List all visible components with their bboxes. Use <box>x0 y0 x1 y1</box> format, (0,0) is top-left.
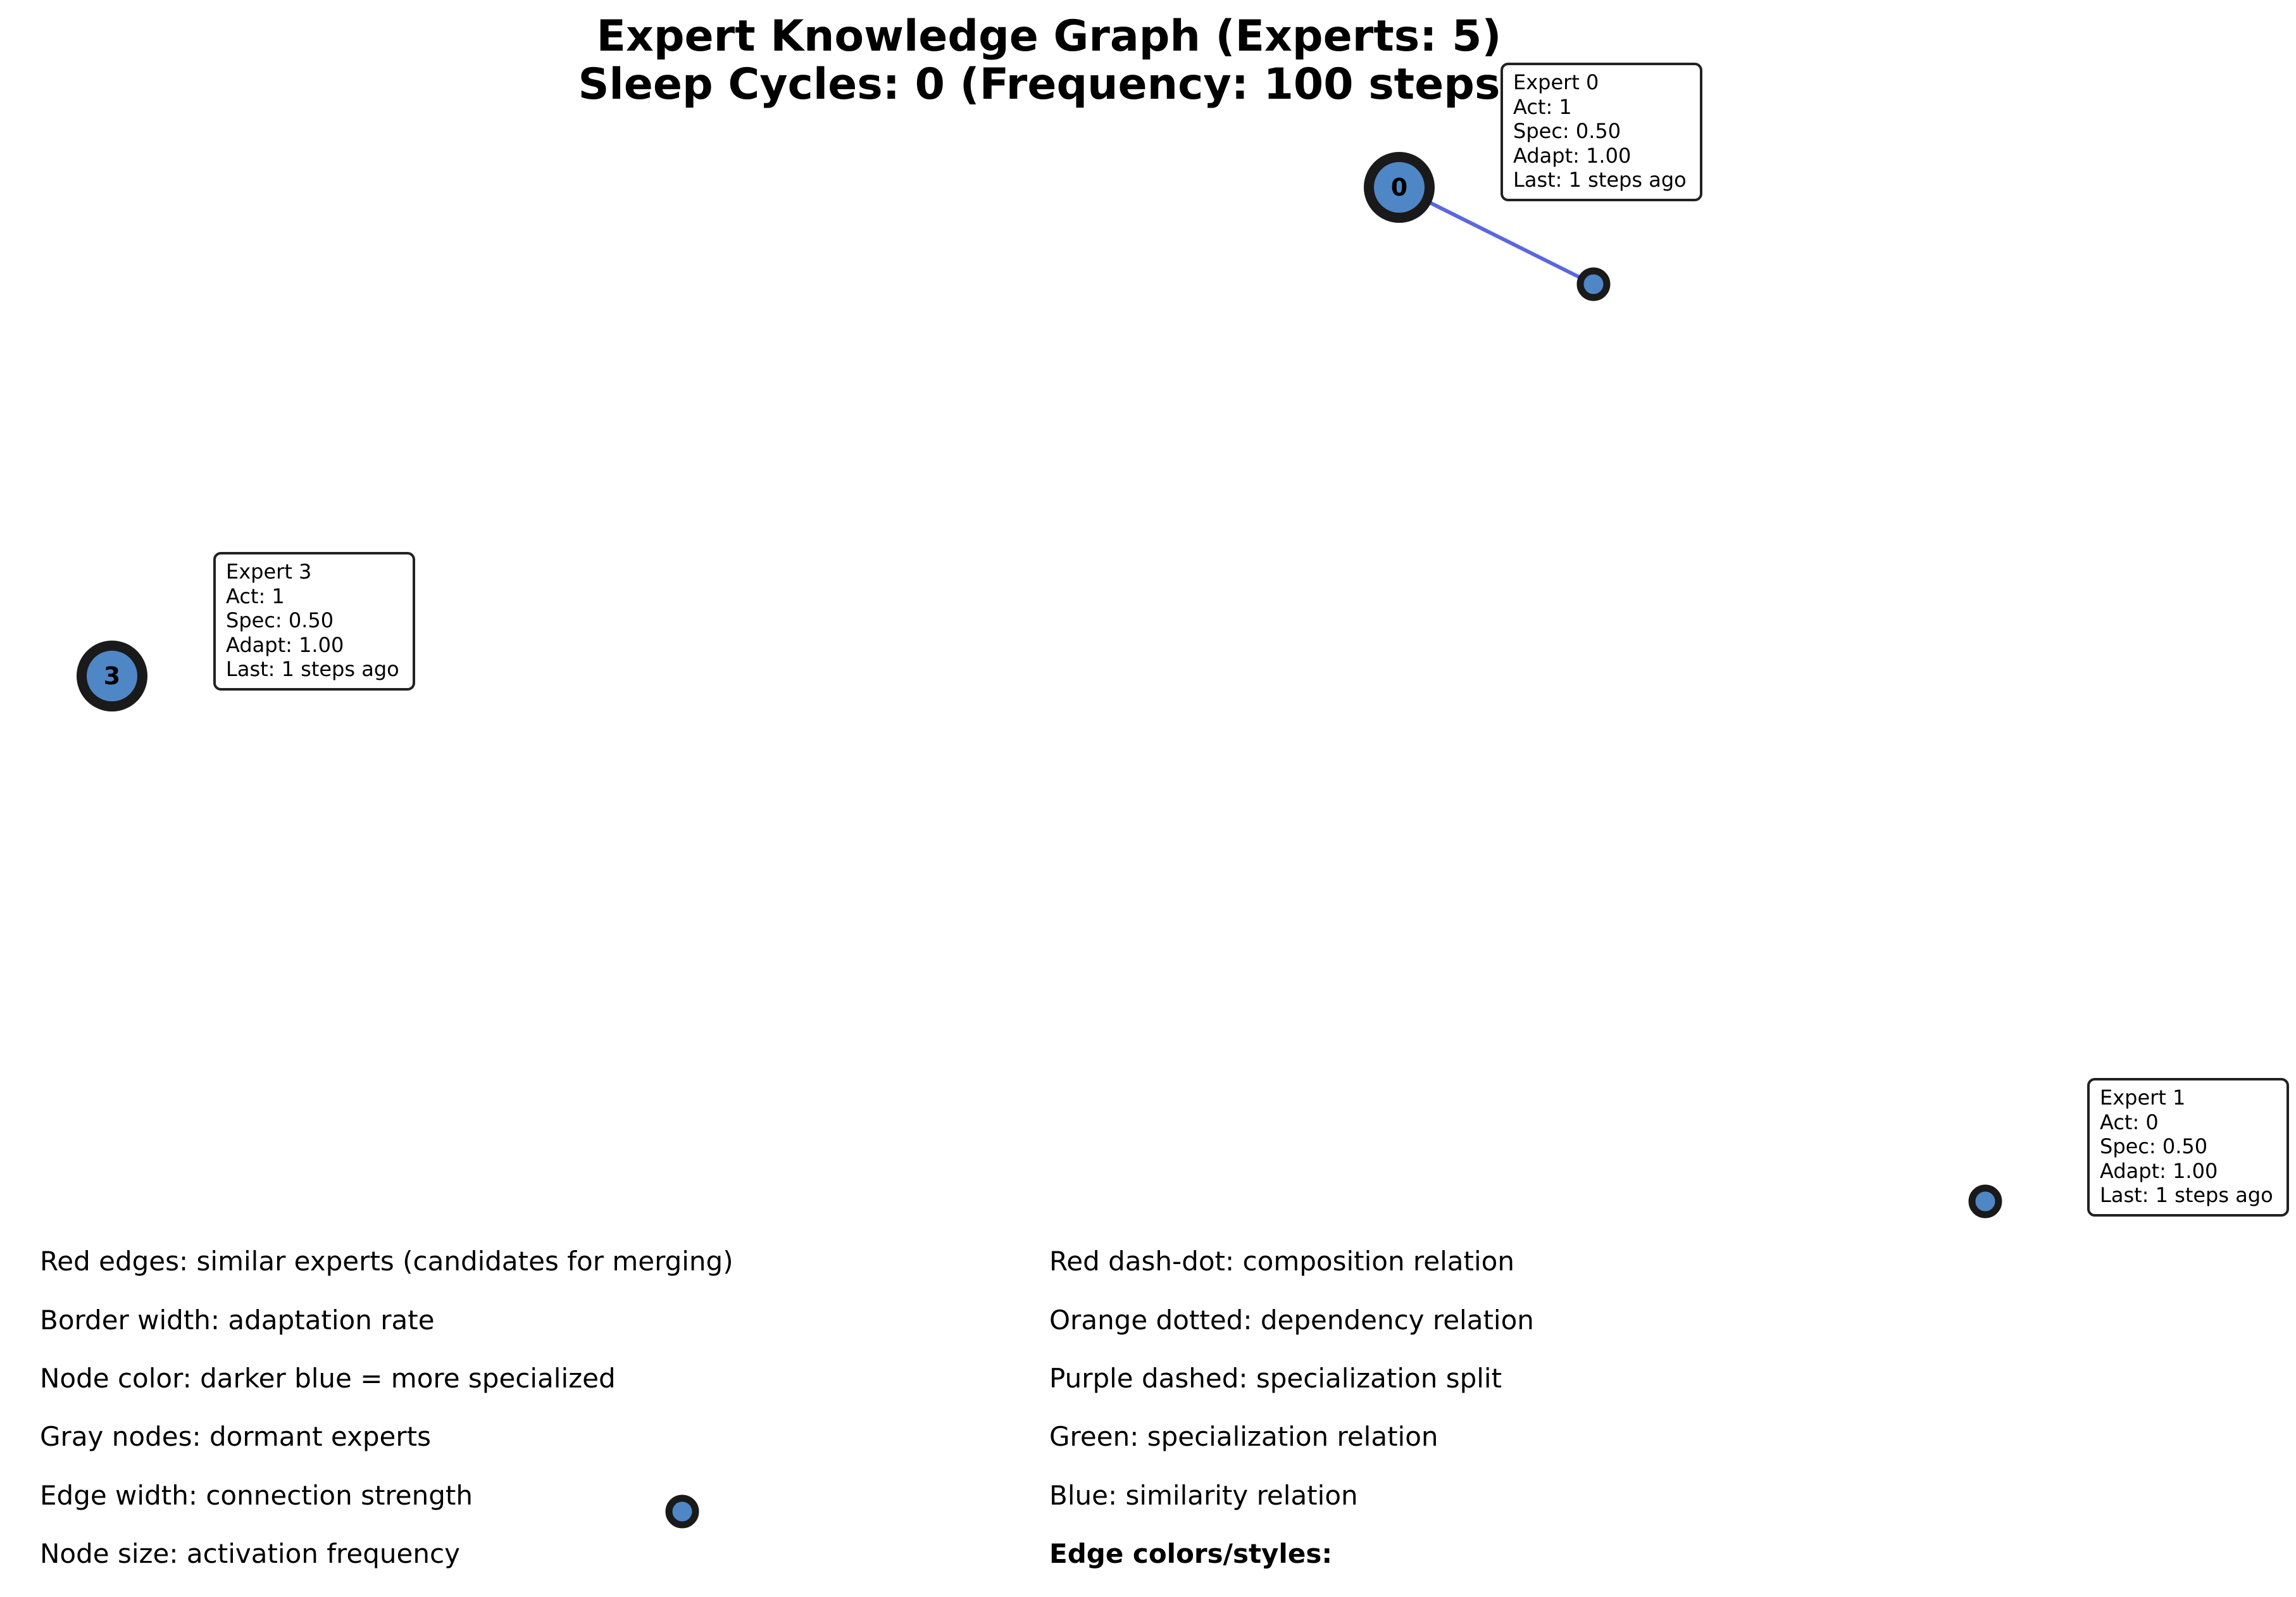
node-3-label: 3 <box>104 662 120 690</box>
expert-3-last-active: Last: 1 steps ago <box>226 657 399 681</box>
node-3[interactable]: 3 <box>77 641 147 711</box>
expert-1-activation: Act: 0 <box>2100 1110 2159 1134</box>
legend-purple-dashed: Purple dashed: specialization split <box>1049 1363 1502 1394</box>
expert-0-name: Expert 0 <box>1513 70 1599 94</box>
legend-gray-nodes: Gray nodes: dormant experts <box>40 1421 432 1452</box>
expert-1-last-active: Last: 1 steps ago <box>2100 1183 2273 1207</box>
expert-0-adaptation: Adapt: 1.00 <box>1513 143 1632 168</box>
expert-3-name: Expert 3 <box>226 560 312 584</box>
legend-edge-width: Edge width: connection strength <box>40 1480 473 1511</box>
legend-node-size: Node size: activation frequency <box>40 1538 460 1569</box>
legend-red-dash-dot: Red dash-dot: composition relation <box>1049 1246 1514 1277</box>
expert-1-adaptation: Adapt: 1.00 <box>2100 1158 2218 1183</box>
node-2[interactable]: 2 <box>665 1494 699 1529</box>
expert-1-name: Expert 1 <box>2100 1086 2186 1110</box>
node-4-label: 4 <box>1585 272 1601 297</box>
node-0[interactable]: 0 <box>1364 152 1435 223</box>
expert-1-info-box: Expert 1 Act: 0 Spec: 0.50 Adapt: 1.00 L… <box>2087 1078 2289 1217</box>
expert-3-adaptation: Adapt: 1.00 <box>226 632 344 657</box>
expert-0-last-active: Last: 1 steps ago <box>1513 168 1687 192</box>
legend-node-color: Node color: darker blue = more specializ… <box>40 1363 616 1394</box>
legend-orange-dotted: Orange dotted: dependency relation <box>1049 1305 1534 1336</box>
graph-title-line-1: Expert Knowledge Graph (Experts: 5) <box>596 11 1502 61</box>
node-1-circle <box>1968 1184 2002 1218</box>
node-2-circle <box>665 1494 699 1529</box>
expert-0-info-box: Expert 0 Act: 1 Spec: 0.50 Adapt: 1.00 L… <box>1501 63 1702 201</box>
graph-title-line-2: Sleep Cycles: 0 (Frequency: 100 steps) <box>578 59 1520 110</box>
node-3-circle <box>77 641 147 711</box>
node-1[interactable]: 1 <box>1968 1184 2002 1218</box>
node-4[interactable]: 4 <box>1576 267 1611 301</box>
legend-green: Green: specialization relation <box>1049 1421 1438 1452</box>
expert-3-info-box: Expert 3 Act: 1 Spec: 0.50 Adapt: 1.00 L… <box>213 552 415 691</box>
edge-0-4 <box>1398 185 1595 286</box>
node-2-label: 2 <box>674 1499 690 1525</box>
legend-blue: Blue: similarity relation <box>1049 1480 1358 1511</box>
node-0-label: 0 <box>1391 173 1407 201</box>
node-0-circle <box>1364 152 1435 223</box>
expert-0-specialization: Spec: 0.50 <box>1513 119 1621 143</box>
legend-border-width: Border width: adaptation rate <box>40 1305 435 1336</box>
expert-1-specialization: Spec: 0.50 <box>2100 1134 2208 1158</box>
node-4-circle <box>1576 267 1611 301</box>
expert-0-activation: Act: 1 <box>1513 94 1572 119</box>
expert-3-activation: Act: 1 <box>226 584 285 608</box>
node-1-label: 1 <box>1977 1189 1993 1215</box>
expert-3-specialization: Spec: 0.50 <box>226 608 334 632</box>
legend-red-edges: Red edges: similar experts (candidates f… <box>40 1246 733 1277</box>
legend-heading-edge-styles: Edge colors/styles: <box>1049 1538 1333 1569</box>
